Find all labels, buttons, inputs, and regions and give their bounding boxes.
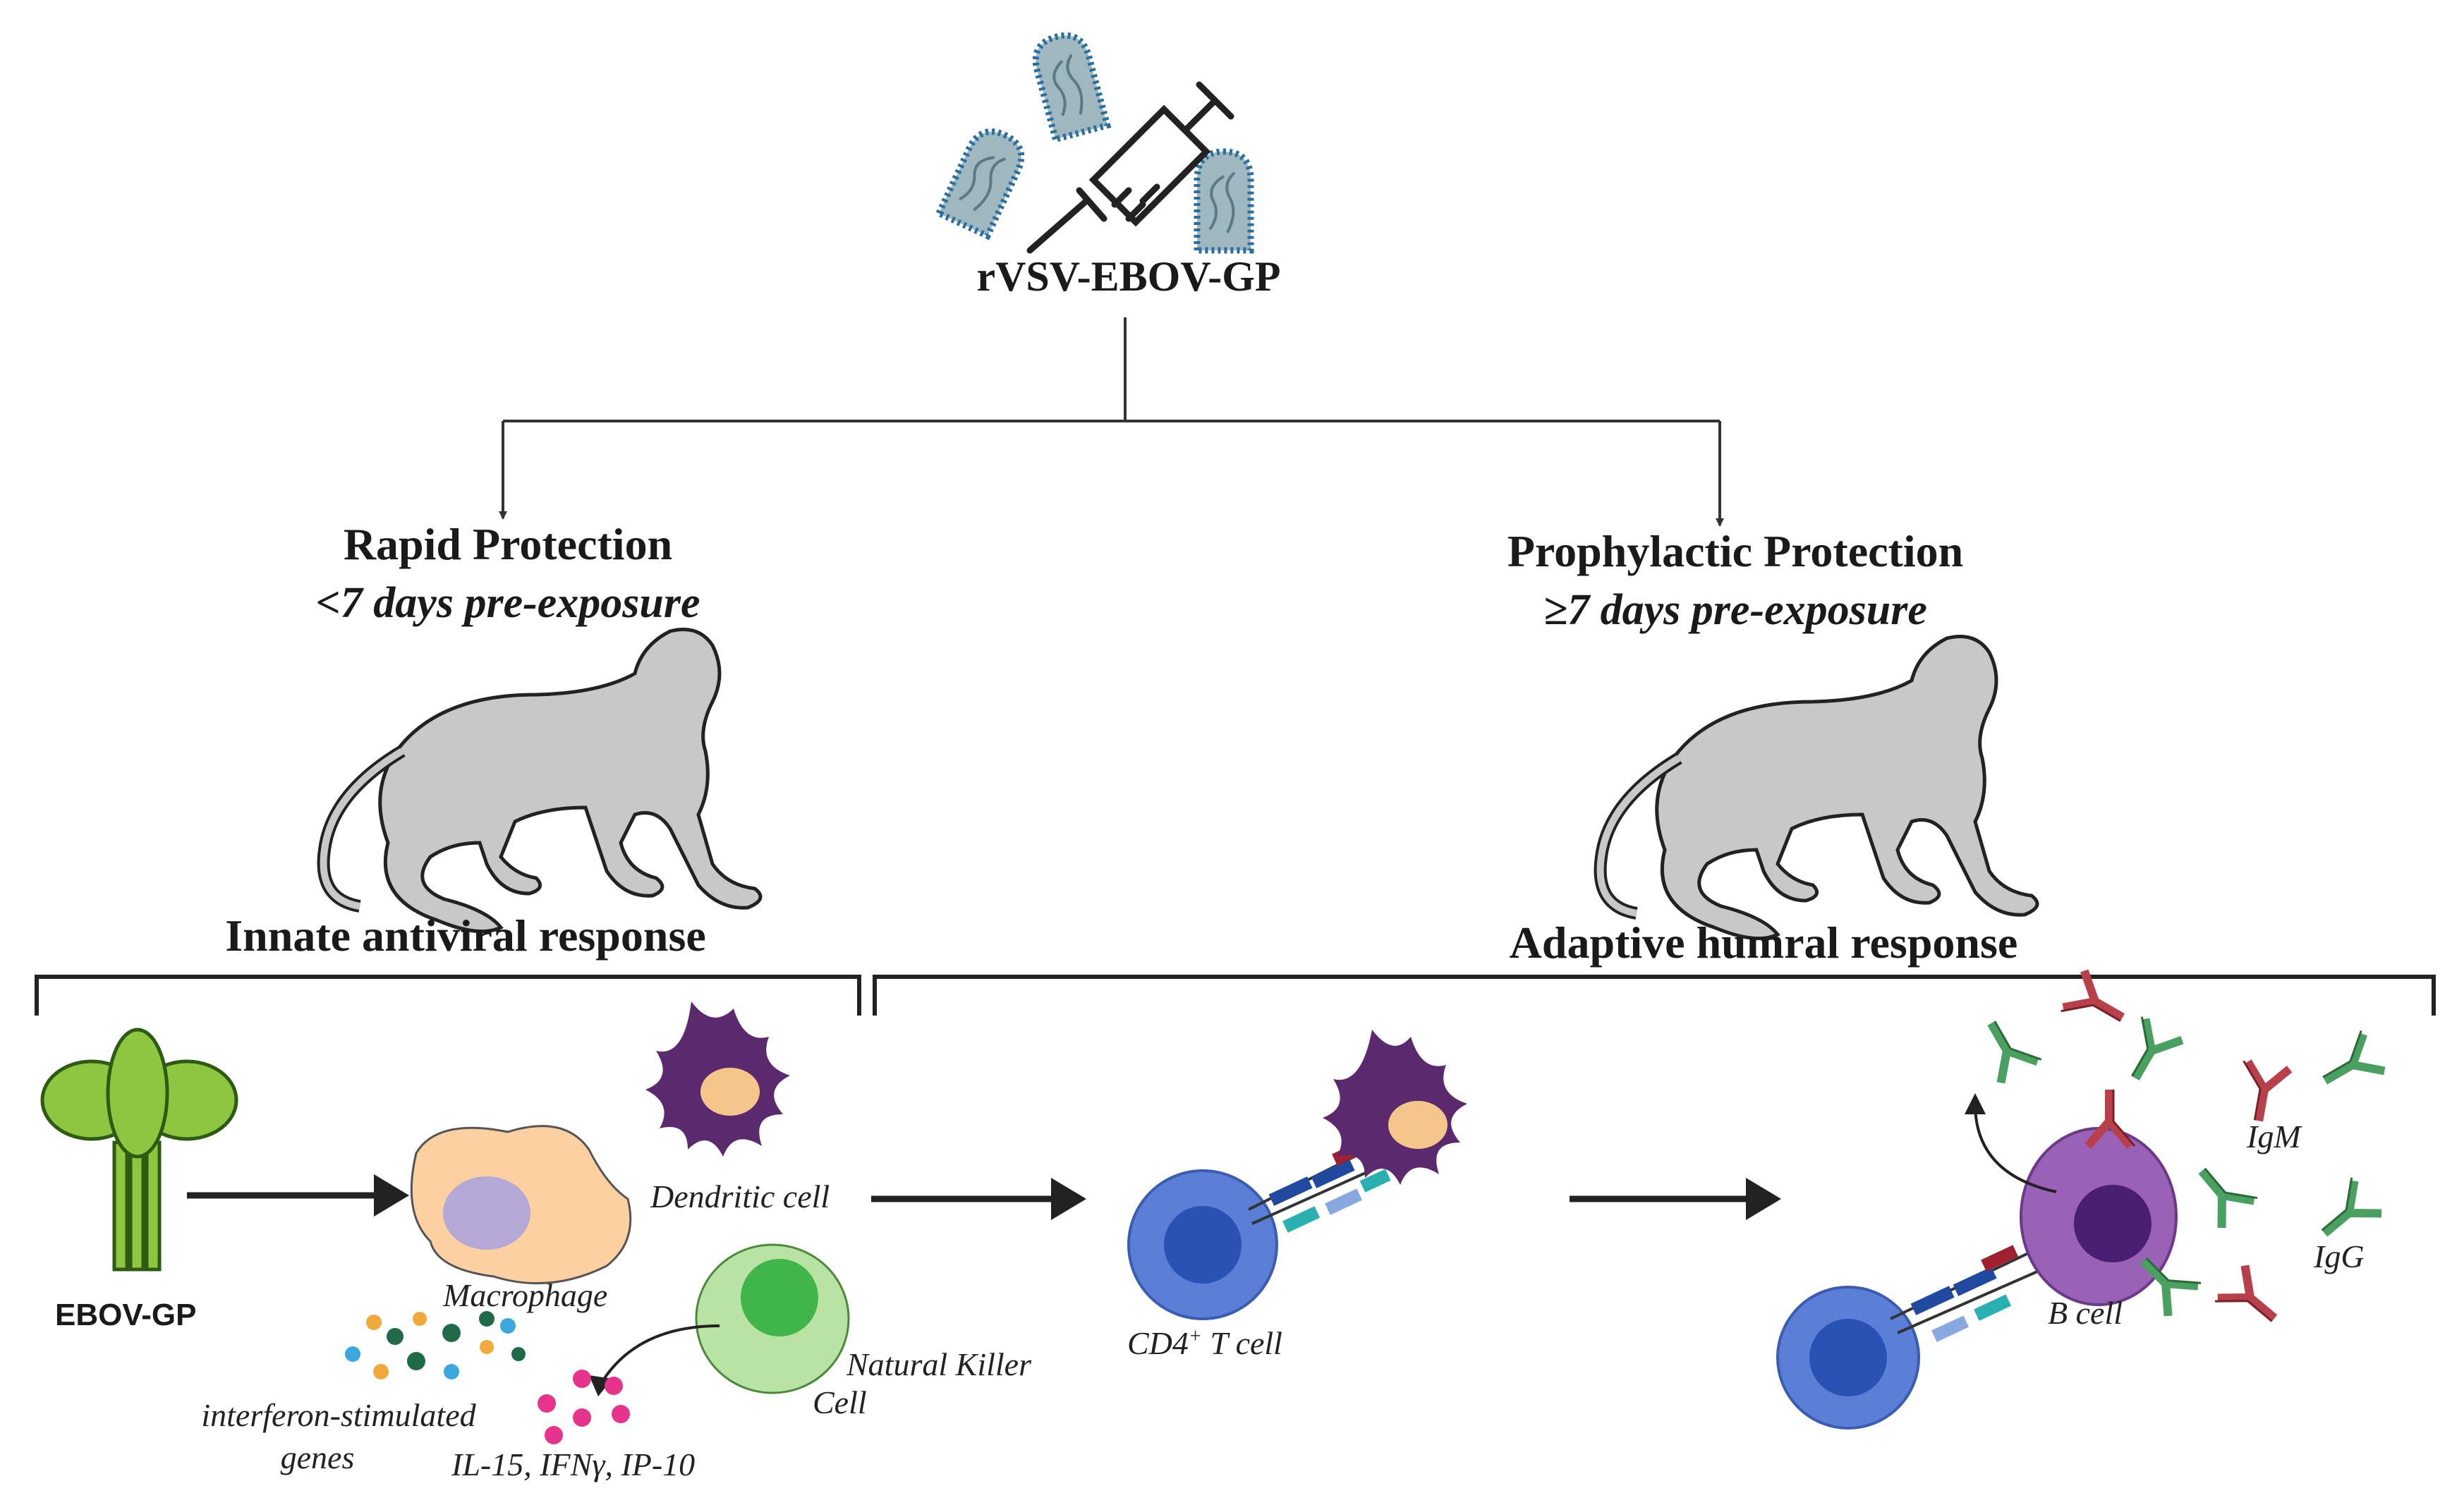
- igg-label: IgG: [2314, 1238, 2365, 1274]
- arrow-bcell-to-antibodies: [1974, 1103, 2057, 1193]
- cd4-t-cell-label: CD4+ T cell: [1127, 1325, 1282, 1361]
- dendritic-cell-icon: [645, 1001, 790, 1157]
- virion-icon: [939, 123, 1029, 236]
- arrow-head-icon: [1746, 1178, 1781, 1220]
- nk-cell-label-line2: Cell: [813, 1384, 867, 1420]
- adaptive-bracket: [873, 975, 2436, 1016]
- macrophage-label: Macrophage: [443, 1277, 608, 1313]
- vaccine-illustration: [939, 30, 1251, 254]
- ebov-gp-icon: [40, 1028, 238, 1272]
- innate-bracket: [35, 975, 861, 1016]
- prophylactic-protection-title: Prophylactic Protection: [1507, 526, 1964, 576]
- isg-label-line1: interferon-stimulated: [201, 1397, 476, 1433]
- cytokines-label: IL-15, IFNγ, IP-10: [451, 1446, 696, 1482]
- t-cell-2-icon: [1776, 1286, 1920, 1430]
- arrow-head-icon: [1965, 1093, 1986, 1114]
- dendritic-cell-label: Dendritic cell: [650, 1178, 830, 1214]
- igm-antibody-icon: [2234, 1061, 2290, 1124]
- igm-label: IgM: [2247, 1119, 2301, 1154]
- igm-antibody-icon: [2061, 971, 2133, 1040]
- virion-icon: [1197, 152, 1251, 250]
- nk-cell-label-line1: Natural Killer: [846, 1346, 1031, 1382]
- adaptive-response-label: Adaptive humral response: [1509, 918, 2018, 968]
- igg-antibody-icon: [2312, 1030, 2384, 1099]
- syringe-icon: [1026, 81, 1234, 254]
- arrow-head-icon: [374, 1174, 409, 1217]
- vaccine-label: rVSV-EBOV-GP: [976, 253, 1281, 300]
- branch-connector: [499, 317, 1724, 527]
- monkey-rapid-icon: [324, 630, 760, 932]
- isg-label-line2: genes: [280, 1439, 355, 1475]
- arrow-head-icon: [1051, 1178, 1086, 1220]
- t-cell-icon: [1127, 1169, 1278, 1320]
- antibodies: [1973, 971, 2385, 1338]
- igm-antibody-icon: [2215, 1266, 2288, 1338]
- rapid-protection-subtitle: <7 days pre-exposure: [315, 579, 700, 627]
- innate-response-label: Innate antiviral response: [225, 910, 706, 961]
- virion-icon: [1030, 30, 1107, 140]
- rapid-protection-title: Rapid Protection: [343, 519, 673, 569]
- arrow-nk-to-cytokines: [598, 1324, 720, 1387]
- b-cell-icon: [2020, 1127, 2178, 1306]
- igg-antibody-icon: [1973, 1011, 2041, 1083]
- igg-antibody-icon: [2185, 1154, 2257, 1228]
- isg-dots: [345, 1311, 526, 1379]
- monkey-prophylactic-icon: [1601, 637, 2037, 939]
- cytokine-dots: [538, 1370, 630, 1444]
- b-cell-label: B cell: [2048, 1295, 2123, 1331]
- nk-cell-icon: [695, 1243, 850, 1394]
- igg-antibody-icon: [2113, 1017, 2182, 1089]
- prophylactic-protection-subtitle: ≥7 days pre-exposure: [1543, 586, 1927, 634]
- dendritic-cell-adaptive-icon: [1323, 1030, 1467, 1185]
- ebov-gp-label: EBOV-GP: [55, 1298, 197, 1332]
- macrophage-icon: [410, 1125, 632, 1285]
- receptor-synapse-2: [1890, 1245, 2043, 1342]
